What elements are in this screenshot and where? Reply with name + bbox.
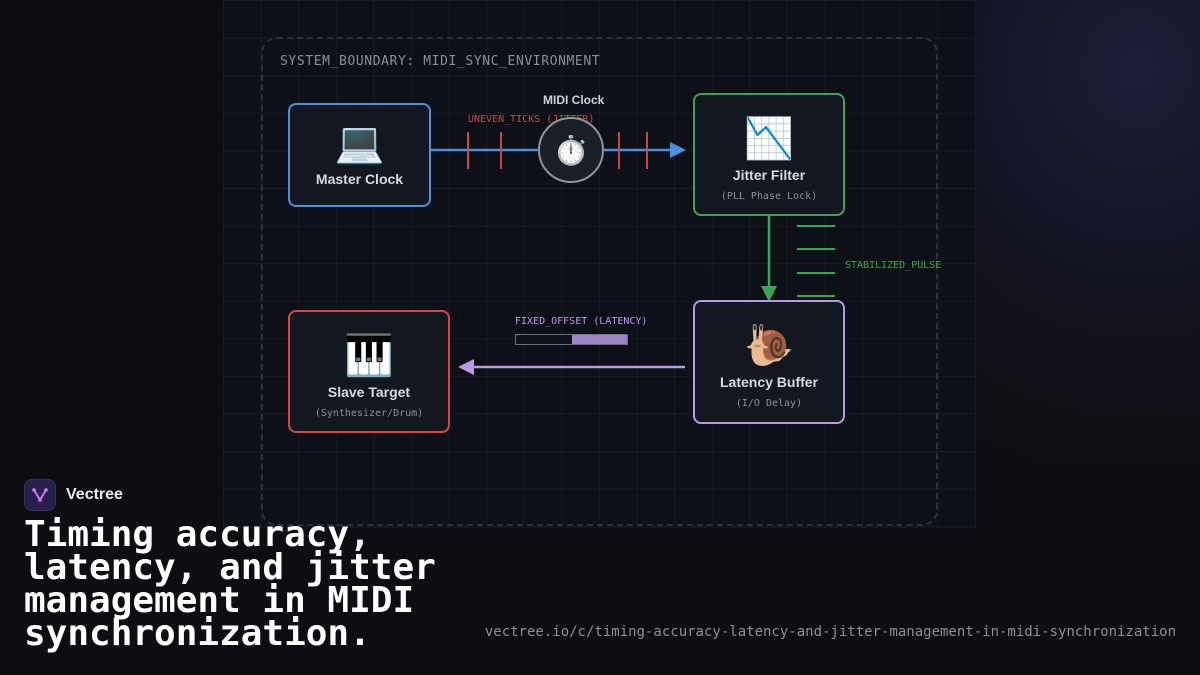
page-url[interactable]: vectree.io/c/timing-accuracy-latency-and… (484, 624, 1176, 640)
master-clock-title: Master Clock (315, 171, 404, 187)
midi-clock-node: ⏱️ (538, 117, 604, 183)
piano-keyboard-icon: 🎹 (344, 334, 394, 378)
latency-buffer-subtitle: (I/O Delay) (735, 398, 803, 409)
latency-arrowhead (761, 286, 777, 302)
chart-decreasing-icon: 📉 (744, 117, 794, 161)
brand[interactable]: Vectree (24, 479, 123, 511)
midi-clock-label: MIDI Clock (543, 93, 605, 107)
laptop-icon: 💻 (334, 121, 385, 165)
fixed-offset-bar-fill (571, 335, 627, 344)
slave-target-subtitle: (Synthesizer/Drum) (314, 408, 424, 419)
latency-buffer-title: Latency Buffer (719, 374, 819, 390)
jitter-filter-node: 📉 Jitter Filter (PLL Phase Lock) (693, 93, 845, 216)
fixed-offset-label: FIXED_OFFSET (LATENCY) (515, 316, 648, 327)
system-boundary-label: SYSTEM_BOUNDARY: MIDI_SYNC_ENVIRONMENT (280, 54, 601, 69)
slave-target-node: 🎹 Slave Target (Synthesizer/Drum) (288, 310, 450, 433)
slave-target-title: Slave Target (327, 384, 411, 400)
jitter-arrowhead (670, 142, 686, 158)
headline: Timing accuracy, latency, and jitter man… (24, 514, 436, 654)
fixed-offset-bar (515, 334, 628, 345)
latency-buffer-node: 🐌 Latency Buffer (I/O Delay) (693, 300, 845, 424)
snail-icon: 🐌 (744, 324, 794, 368)
vectree-logo-icon (24, 479, 56, 511)
stabilized-pulse-label: STABILIZED_PULSE (845, 260, 942, 271)
jitter-filter-title: Jitter Filter (732, 167, 806, 183)
diagram-canvas (223, 0, 976, 528)
master-clock-node: 💻 Master Clock (288, 103, 431, 207)
uneven-ticks-label: UNEVEN_TICKS (JITTER) (468, 114, 595, 125)
slave-arrowhead (458, 359, 474, 375)
brand-name: Vectree (66, 486, 123, 503)
jitter-filter-subtitle: (PLL Phase Lock) (720, 191, 818, 202)
stopwatch-icon: ⏱️ (553, 134, 589, 166)
system-boundary (261, 37, 938, 526)
